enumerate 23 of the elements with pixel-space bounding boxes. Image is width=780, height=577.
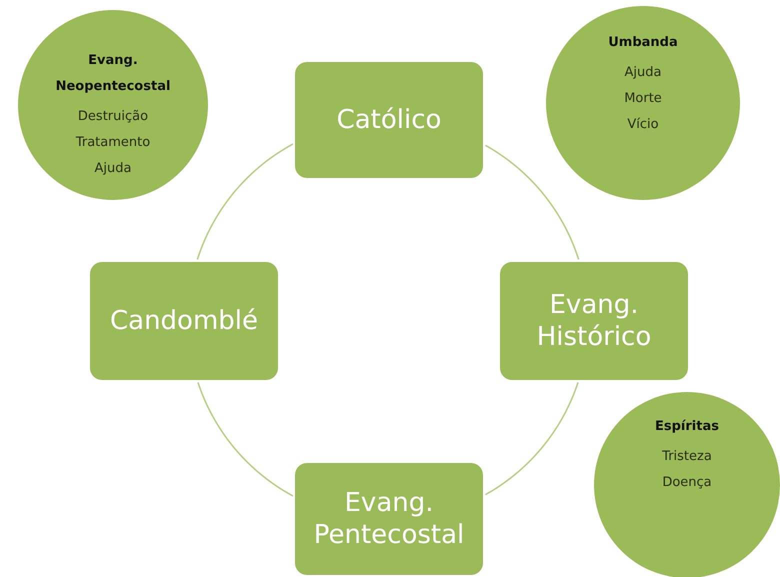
process-box bbox=[90, 262, 278, 380]
list-item: Ajuda bbox=[94, 160, 132, 178]
connector-arc bbox=[485, 382, 579, 496]
list-item: Tratamento bbox=[76, 134, 150, 152]
process-box bbox=[295, 463, 483, 575]
circle-heading: Espíritas bbox=[655, 418, 719, 436]
list-item: Tristeza bbox=[662, 448, 712, 466]
list-item: Doença bbox=[662, 474, 712, 492]
list-item: Destruição bbox=[78, 108, 148, 126]
connector-arc bbox=[197, 382, 294, 497]
box-label: Evang. Pentecostal bbox=[312, 486, 466, 552]
process-box bbox=[295, 62, 483, 178]
circle-heading: Umbanda bbox=[608, 34, 678, 52]
connector-arc bbox=[196, 143, 294, 260]
list-item: Vício bbox=[627, 116, 659, 134]
list-item: Morte bbox=[624, 90, 662, 108]
box-label: Candomblé bbox=[108, 304, 260, 338]
circle-heading: Evang. Neopentecostal bbox=[54, 52, 172, 96]
box-label: Evang. Histórico bbox=[536, 288, 652, 354]
list-item: Ajuda bbox=[624, 64, 662, 82]
process-box bbox=[500, 262, 688, 380]
box-label: Católico bbox=[336, 104, 442, 136]
connector-arc bbox=[485, 144, 580, 260]
